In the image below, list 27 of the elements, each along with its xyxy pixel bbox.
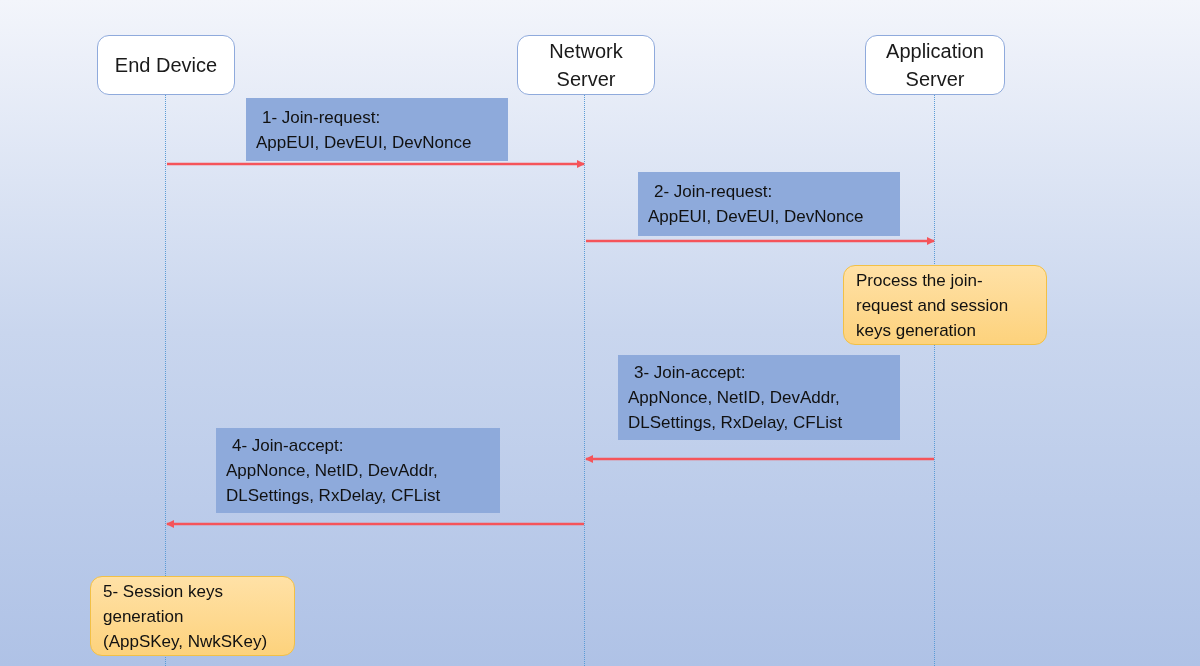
message-arrow (166, 520, 584, 528)
lifeline (584, 95, 588, 666)
message-title: 3- Join-accept: (633, 362, 747, 384)
box-text: AppNonce, NetID, DevAddr, DLSettings, RxDelay, CFList (628, 387, 844, 434)
message-arrow (167, 160, 585, 168)
box-text: AppEUI, DevEUI, DevNonce (256, 131, 473, 154)
message-box (638, 172, 900, 236)
message-title: 4- Join-accept: (231, 435, 345, 457)
box-text: Process the join-request and session keys generation (856, 269, 1010, 342)
message-title: 2- Join-request: (653, 181, 774, 203)
box-text: Application Server (885, 39, 985, 92)
note-box (843, 265, 1047, 345)
message-arrow (585, 455, 934, 463)
message-box (216, 428, 500, 513)
box-text: End Device (114, 53, 218, 78)
message-arrow (586, 237, 935, 245)
message-box (618, 355, 900, 440)
participant-box (97, 35, 235, 95)
participant-box (865, 35, 1005, 95)
box-text: AppNonce, NetID, DevAddr, DLSettings, RxDelay, CFList (226, 460, 442, 507)
participant-box (517, 35, 655, 95)
message-box (246, 98, 508, 161)
box-text: AppEUI, DevEUI, DevNonce (648, 206, 865, 228)
message-title: 1- Join-request: (261, 106, 382, 129)
note-box (90, 576, 295, 656)
box-text: 5- Session keys generation (AppSKey, NwkSKey) (103, 580, 268, 653)
box-text: Network Server (548, 39, 624, 92)
